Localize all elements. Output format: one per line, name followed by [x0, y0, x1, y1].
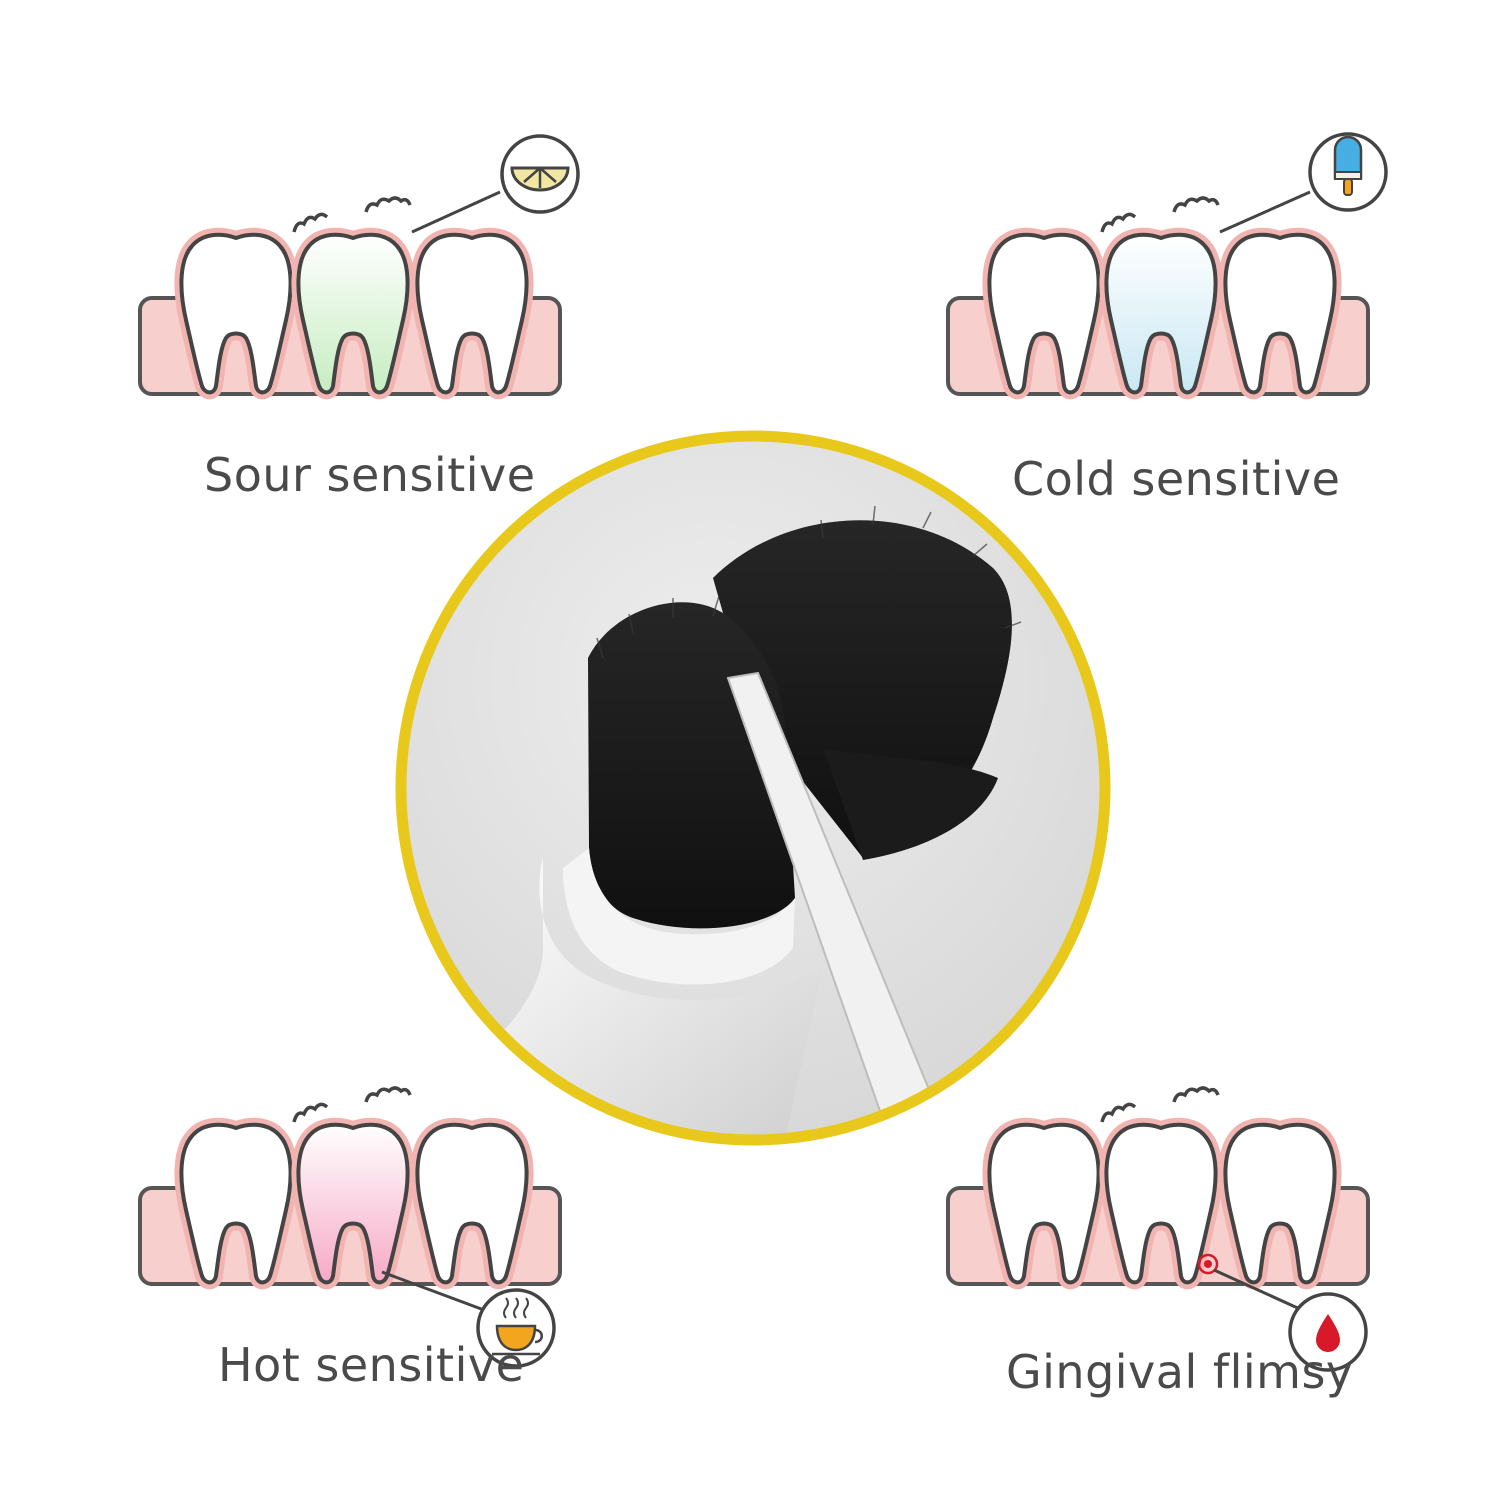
sensation-squiggle-right — [364, 1086, 412, 1103]
callout-line — [1213, 1268, 1303, 1312]
toothbrush-photo-frame — [393, 428, 1113, 1152]
panel-cold-sensitive: Cold sensitive — [808, 0, 1408, 506]
callout-line — [411, 190, 501, 234]
hot-cup-icon — [476, 1288, 556, 1368]
sensation-squiggle-left — [292, 212, 329, 233]
sensation-squiggle-left — [1100, 1102, 1137, 1123]
popsicle-icon — [1308, 132, 1388, 212]
toothbrush-head-photo — [395, 430, 1111, 1146]
sensation-squiggle-left — [1100, 212, 1137, 233]
callout-line — [1219, 190, 1311, 234]
label-cold-sensitive: Cold sensitive — [1012, 452, 1341, 506]
panel-sour-sensitive: Sour sensitive — [0, 0, 600, 502]
blood-drop-icon — [1288, 1292, 1368, 1372]
teeth-illustration-sour — [138, 134, 580, 420]
teeth-illustration-cold — [946, 132, 1388, 420]
panel-hot-sensitive: Hot sensitive — [0, 890, 600, 1392]
label-sour-sensitive: Sour sensitive — [204, 448, 536, 502]
sensation-squiggle-right — [364, 196, 412, 213]
sensation-squiggle-right — [1172, 196, 1220, 213]
label-hot-sensitive: Hot sensitive — [218, 1338, 525, 1392]
teeth-illustration-gingival — [946, 1086, 1370, 1372]
sensation-squiggle-left — [292, 1102, 329, 1123]
panel-gingival-flimsy: Gingival flimsy — [808, 890, 1408, 1399]
sensation-squiggle-right — [1172, 1086, 1220, 1103]
photo-ring — [395, 430, 1111, 1146]
teeth-illustration-hot — [138, 1086, 562, 1368]
label-gingival-flimsy: Gingival flimsy — [1006, 1345, 1354, 1399]
callout-line — [381, 1270, 485, 1312]
lemon-slice-icon — [500, 134, 580, 214]
bleeding-point-marker — [1197, 1253, 1219, 1275]
